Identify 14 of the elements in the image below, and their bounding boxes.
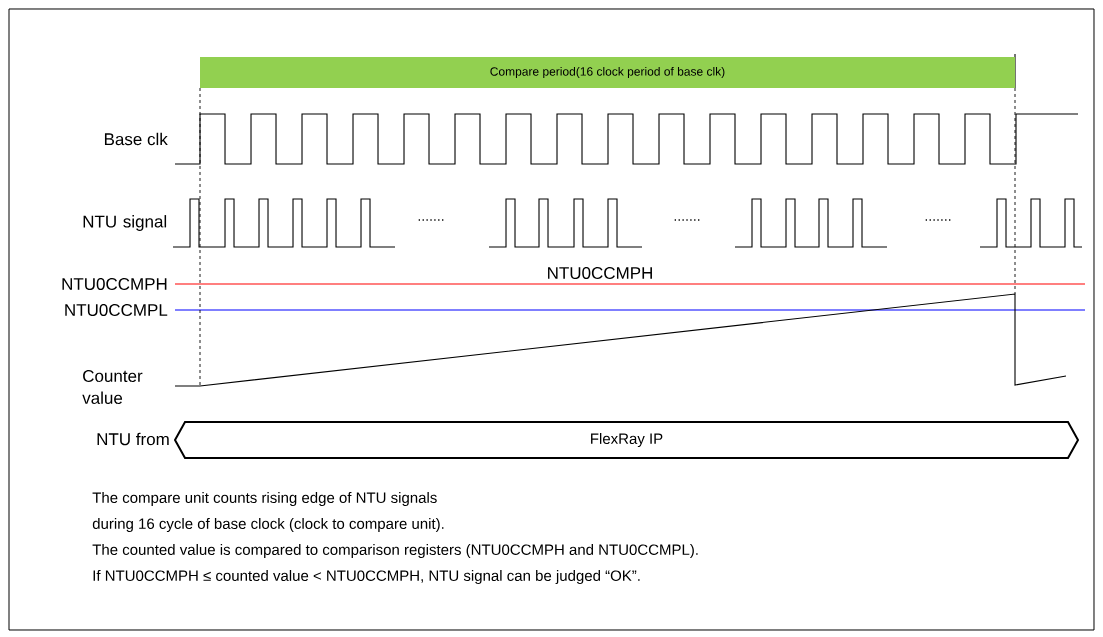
signal-label: Counter value xyxy=(82,370,143,404)
register-label: NTU0CCMPL xyxy=(65,304,168,316)
ellipsis: ....... xyxy=(674,219,700,221)
note-text: If NTU0CCMPH ≤ counted value < NTU0CCMPH, NTU signal can be judged “OK”. xyxy=(93,570,640,584)
note-text: during 16 cycle of base clock (clock to compare unit). xyxy=(92,518,444,532)
ellipsis: ....... xyxy=(418,219,444,221)
register-label: NTU0CCMPH xyxy=(62,278,167,290)
register-label: NTU0CCMPH xyxy=(548,267,652,279)
ellipsis: ....... xyxy=(925,219,951,221)
signal-label: Base clk xyxy=(104,132,168,146)
note-text: The compare unit counts rising edge of NTU signals xyxy=(92,492,437,506)
signal-label: NTU signal xyxy=(83,215,167,231)
note-text: The counted value is compared to comparison registers (NTU0CCMPH and NTU0CCMPL). xyxy=(92,544,698,558)
period-bar: Compare period(16 clock period of base clk) xyxy=(200,57,1015,88)
